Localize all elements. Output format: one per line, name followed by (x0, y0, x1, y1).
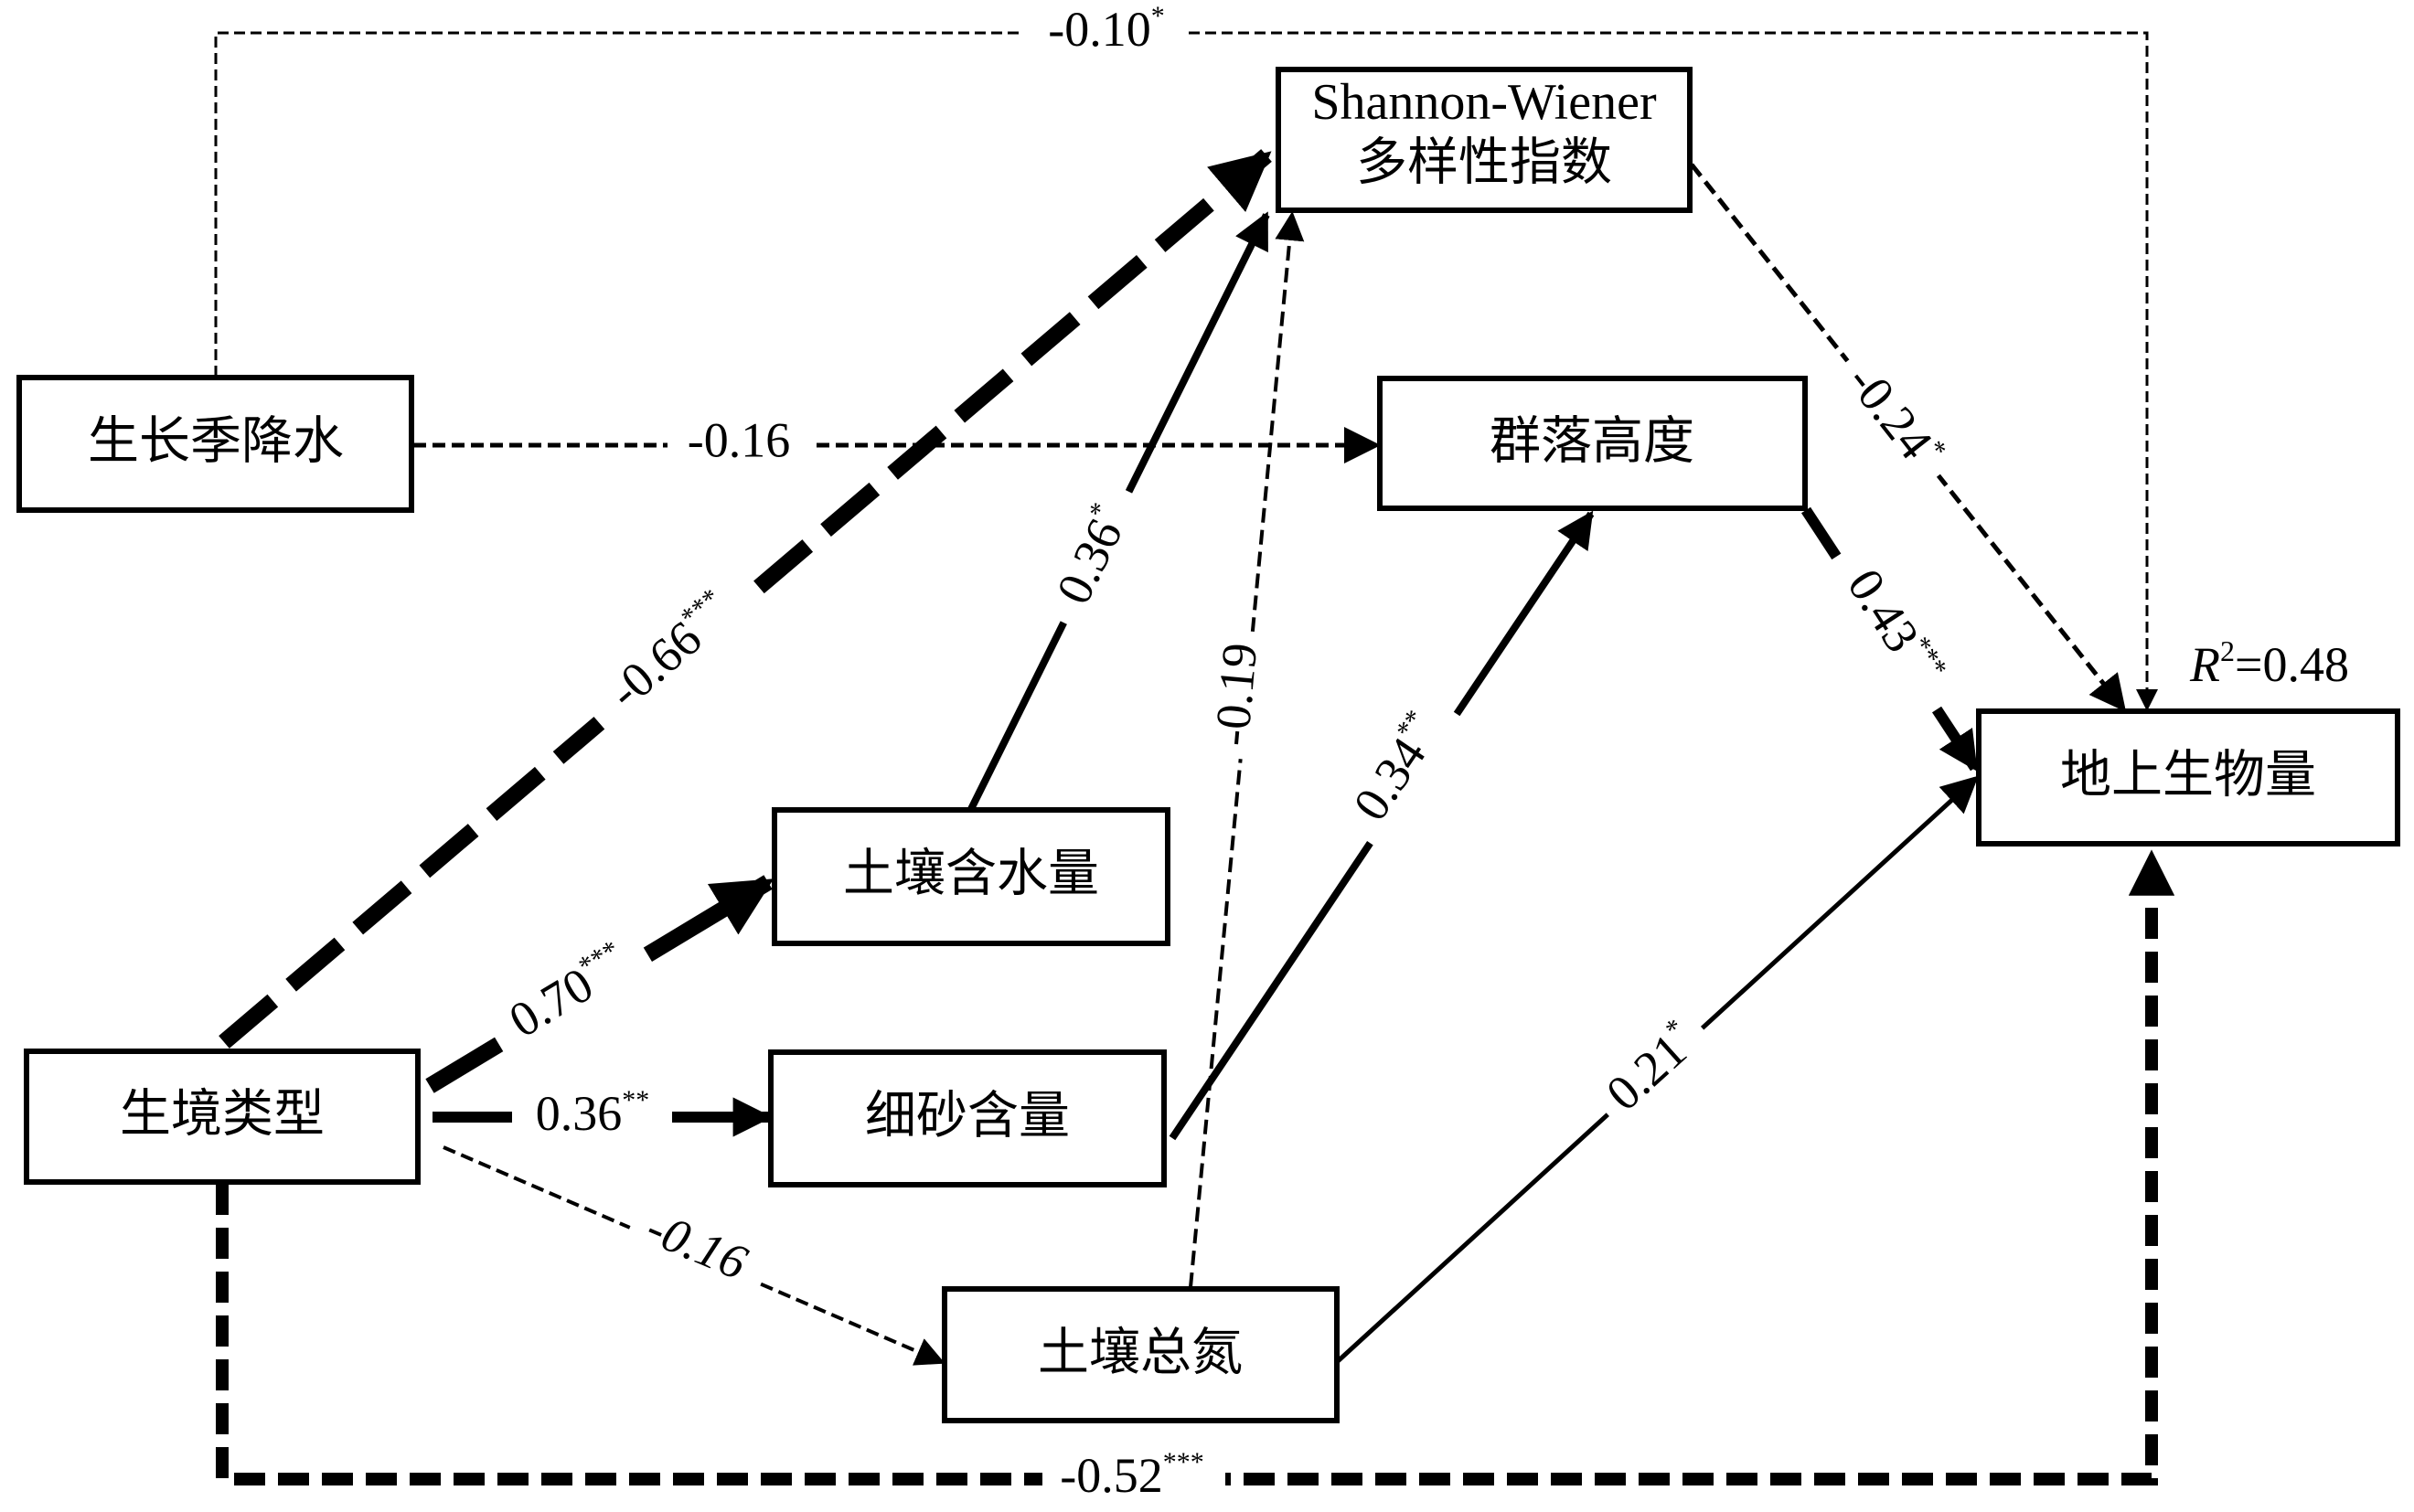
node-label: 细砂含量 (865, 1087, 1070, 1146)
node-label: 生长季降水 (88, 412, 344, 472)
edge-height-biomass: 0.43*** (1800, 506, 1981, 772)
edge-soilwater-shannon: 0.36* (967, 211, 1270, 811)
edge-habitat-soiln: -0.16 (443, 1145, 945, 1366)
node-label: 生境类型 (120, 1085, 325, 1145)
edge-precip-biomass: -0.10* (214, 1, 2158, 711)
label-mask (1815, 538, 1965, 724)
label-mask (1042, 1449, 1225, 1509)
label-mask (1024, 9, 1189, 57)
node-soil-water: 土壤含水量 (772, 807, 1170, 946)
node-biomass: 地上生物量 R2=0.48 (1976, 634, 2400, 847)
edge-habitat-biomass: -0.52*** (216, 849, 2175, 1509)
node-label: 群落高度 (1490, 412, 1694, 472)
edge-label: 0.36** (536, 1085, 650, 1142)
node-shannon: Shannon-Wiener 多样性指数 (1276, 67, 1693, 213)
node-label: 土壤总氮 (1038, 1324, 1243, 1383)
label-mask (1037, 478, 1158, 637)
label-mask (1206, 628, 1276, 761)
node-precip: 生长季降水 (16, 375, 414, 513)
label-mask (668, 416, 814, 474)
edge-label: -0.52*** (1060, 1447, 1203, 1504)
edge-soiln-shannon: -0.19 (1189, 211, 1305, 1288)
edge-habitat-soilwater: 0.70*** (425, 875, 774, 1093)
node-label: 土壤含水量 (843, 845, 1099, 904)
label-mask (481, 924, 662, 1069)
edge-soiln-biomass: 0.21* (1335, 775, 1979, 1364)
node-height: 群落高度 (1377, 376, 1808, 511)
edge-line (1189, 31, 2158, 711)
node-label: 地上生物量 (2060, 746, 2316, 805)
r-squared-label: R2=0.48 (2189, 634, 2349, 692)
node-soil-n: 土壤总氮 (942, 1286, 1340, 1423)
node-label-line2: 多样性指数 (1356, 133, 1612, 193)
edge-habitat-finesand: 0.36** (433, 1083, 773, 1149)
edge-line (214, 31, 1024, 377)
edge-line (219, 149, 1272, 1049)
edge-habitat-shannon: -0.66*** (219, 149, 1272, 1049)
node-habitat: 生境类型 (24, 1049, 421, 1185)
label-mask (1821, 345, 1959, 496)
label-mask (1332, 688, 1471, 853)
edge-precip-height: -0.16 (413, 412, 1381, 474)
edge-label: -0.19 (1204, 641, 1268, 748)
edge-label: -0.16 (688, 412, 790, 467)
edge-label: -0.10* (1048, 1, 1164, 58)
label-mask (1586, 1005, 1724, 1138)
edge-line (1690, 163, 2127, 712)
node-fine-sand: 细砂含量 (768, 1049, 1167, 1187)
node-label-line1: Shannon-Wiener (1311, 74, 1657, 131)
label-mask (512, 1083, 672, 1149)
label-mask (576, 564, 772, 747)
label-mask (619, 1194, 771, 1305)
